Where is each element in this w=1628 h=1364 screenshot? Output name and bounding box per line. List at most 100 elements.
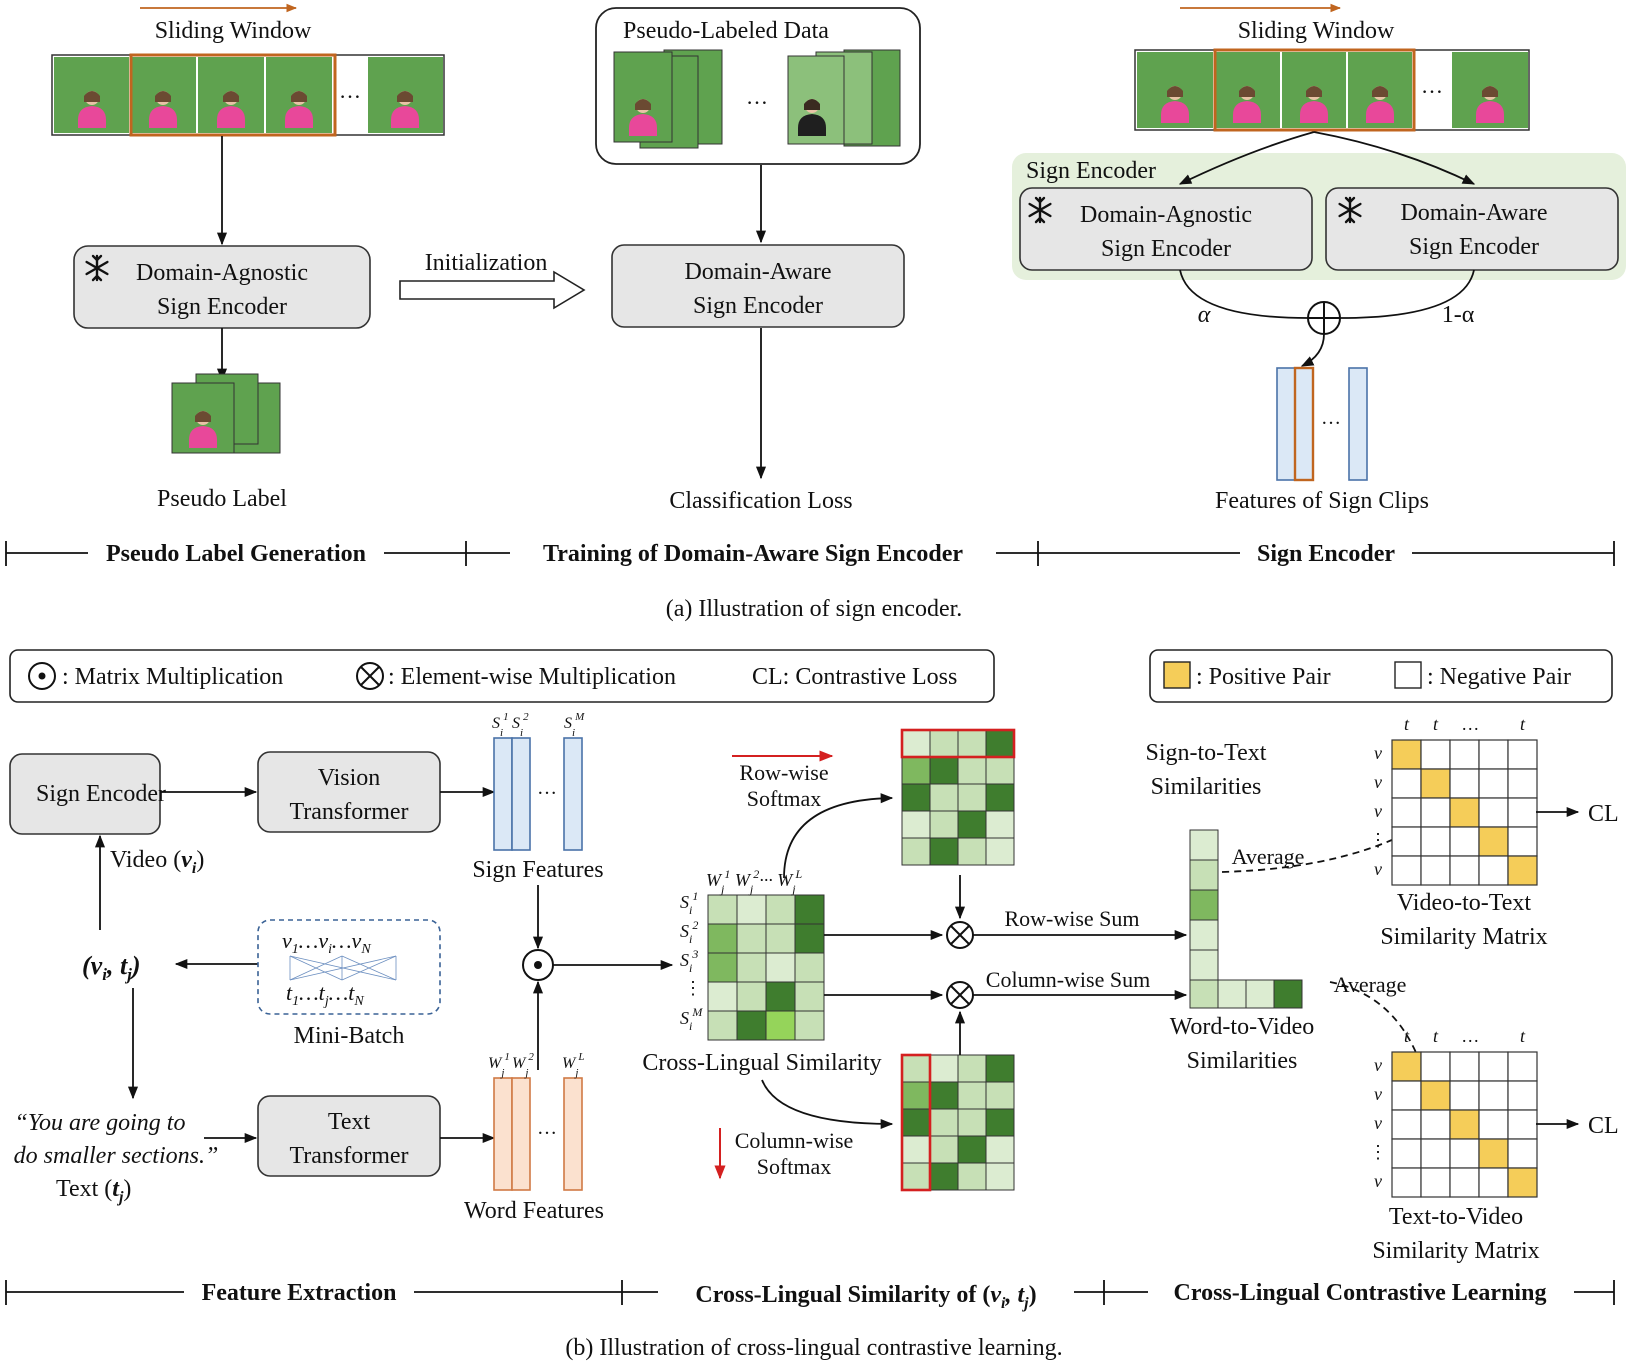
grid-cell: [1420, 739, 1451, 770]
grid-cell: [1420, 768, 1451, 799]
grid-cell: [794, 981, 825, 1012]
row-label-2: v: [1374, 801, 1382, 821]
grid-cell: [1449, 768, 1480, 799]
negative-swatch: [1394, 661, 1422, 689]
s-i-1-label: Si1: [492, 711, 509, 739]
pseudo-label-stack: [171, 373, 281, 454]
sliding-window-frame: [129, 53, 337, 137]
t2v-label-1: Text-to-Video: [1389, 1204, 1523, 1230]
grid-cell: [901, 729, 931, 758]
s2-row: Si2: [680, 918, 698, 946]
col-label-tn: t: [1520, 1026, 1526, 1046]
grid-cell: [765, 952, 796, 983]
features-label: Features of Sign Clips: [1215, 488, 1429, 514]
grid-cell: [929, 729, 959, 758]
word-to-video-vector: [1189, 979, 1303, 1009]
sign-encoder-label: Sign Encoder: [36, 781, 166, 807]
cross-sim-label: Cross-Lingual Similarity: [642, 1050, 881, 1076]
legend-operators: : Matrix Multiplication : Element-wise M…: [9, 649, 995, 703]
grid-cell: [1507, 826, 1538, 857]
grid-cell: [1449, 826, 1480, 857]
sign-encoder-group-label: Sign Encoder: [1026, 158, 1156, 184]
legend-matmul: : Matrix Multiplication: [62, 664, 283, 690]
grid-cell: [1420, 826, 1451, 857]
section-cross: Cross-Lingual Similarity of (vi, tj): [695, 1282, 1036, 1312]
grid-cell: [736, 923, 767, 954]
grid-cell: [985, 1135, 1015, 1164]
grid-cell: [1478, 797, 1509, 828]
v2t-label-2: Similarity Matrix: [1380, 924, 1547, 950]
grid-cell: [794, 894, 825, 925]
grid-cell: [1478, 768, 1509, 799]
pseudo-data-stack-dark: [787, 49, 901, 147]
grid-cell: [1391, 797, 1422, 828]
grid-cell: [1449, 739, 1480, 770]
grid-cell: [1507, 797, 1538, 828]
legend-elementwise: : Element-wise Multiplication: [388, 664, 676, 690]
grid-cell: [1507, 1109, 1538, 1140]
grid-cell: [765, 1010, 796, 1041]
video-strip-2: …: [1134, 48, 1530, 132]
grid-cell: [707, 894, 738, 925]
grid-cell: [1420, 1080, 1451, 1111]
text-label-1: Text: [328, 1109, 371, 1135]
minibatch-v: v1…vi…vN: [282, 928, 371, 957]
agnostic-label-2: Sign Encoder: [1101, 236, 1231, 262]
row-softmax-matrix: [900, 728, 1016, 866]
ellipsis: …: [339, 78, 361, 103]
aware-label-2: Sign Encoder: [693, 293, 823, 319]
grid-cell: [1478, 1080, 1509, 1111]
grid-cell: [957, 756, 987, 785]
video-strip: …: [51, 53, 445, 137]
alpha-label: α: [1198, 302, 1211, 328]
sm-row: SiM: [680, 1005, 703, 1033]
sign-to-text-vector: [1189, 829, 1219, 981]
row-label-3: ⋮: [1369, 830, 1387, 850]
grid-cell: [929, 1162, 959, 1191]
ellipsis-4: …: [1321, 407, 1341, 429]
grid-cell: [1189, 979, 1219, 1009]
grid-cell: [985, 783, 1015, 812]
grid-cell: [901, 1054, 931, 1083]
grid-cell: [794, 923, 825, 954]
grid-cell: [1420, 1138, 1451, 1169]
section-feature: Feature Extraction: [202, 1280, 397, 1306]
sign-encoder-box: [9, 753, 161, 835]
grid-cell: [929, 756, 959, 785]
grid-cell: [1478, 1138, 1509, 1169]
grid-cell: [929, 1108, 959, 1137]
grid-cell: [1507, 1138, 1538, 1169]
grid-cell: [1189, 859, 1219, 891]
grid-cell: [985, 810, 1015, 839]
grid-cell: [901, 1162, 931, 1191]
grid-cell: [765, 923, 796, 954]
row-label-3: ⋮: [1369, 1142, 1387, 1162]
initialization-arrow: [399, 270, 586, 310]
row-label-4: v: [1374, 1171, 1382, 1191]
grid-cell: [1507, 855, 1538, 886]
grid-cell: [985, 756, 1015, 785]
s-i-2-label: Si2: [512, 711, 529, 739]
col-label-t1: t: [1404, 714, 1410, 734]
aware2-label-1: Domain-Aware: [1400, 200, 1547, 226]
grid-cell: [794, 952, 825, 983]
section-training: Training of Domain-Aware Sign Encoder: [543, 541, 963, 567]
grid-cell: [957, 783, 987, 812]
grid-cell: [765, 894, 796, 925]
s1-row: Si1: [680, 889, 698, 917]
grid-cell: [1391, 1051, 1422, 1082]
word-features-label: Word Features: [464, 1198, 604, 1224]
grid-cell: [957, 810, 987, 839]
sliding-window-label-2: Sliding Window: [1238, 18, 1395, 44]
grid-cell: [1391, 1138, 1422, 1169]
grid-cell: [1478, 1051, 1509, 1082]
classification-loss-label: Classification Loss: [669, 488, 852, 514]
oplus-symbol: [1307, 301, 1341, 335]
aware-label-1: Domain-Aware: [684, 259, 831, 285]
section-contrastive: Cross-Lingual Contrastive Learning: [1174, 1280, 1547, 1306]
word-features: … Wj1 Wj2 WjL: [488, 1051, 585, 1191]
w-j-1-label: Wj1: [488, 1051, 510, 1079]
grid-cell: [1391, 1167, 1422, 1198]
row-label-2: v: [1374, 1113, 1382, 1133]
row-label-4: v: [1374, 859, 1382, 879]
